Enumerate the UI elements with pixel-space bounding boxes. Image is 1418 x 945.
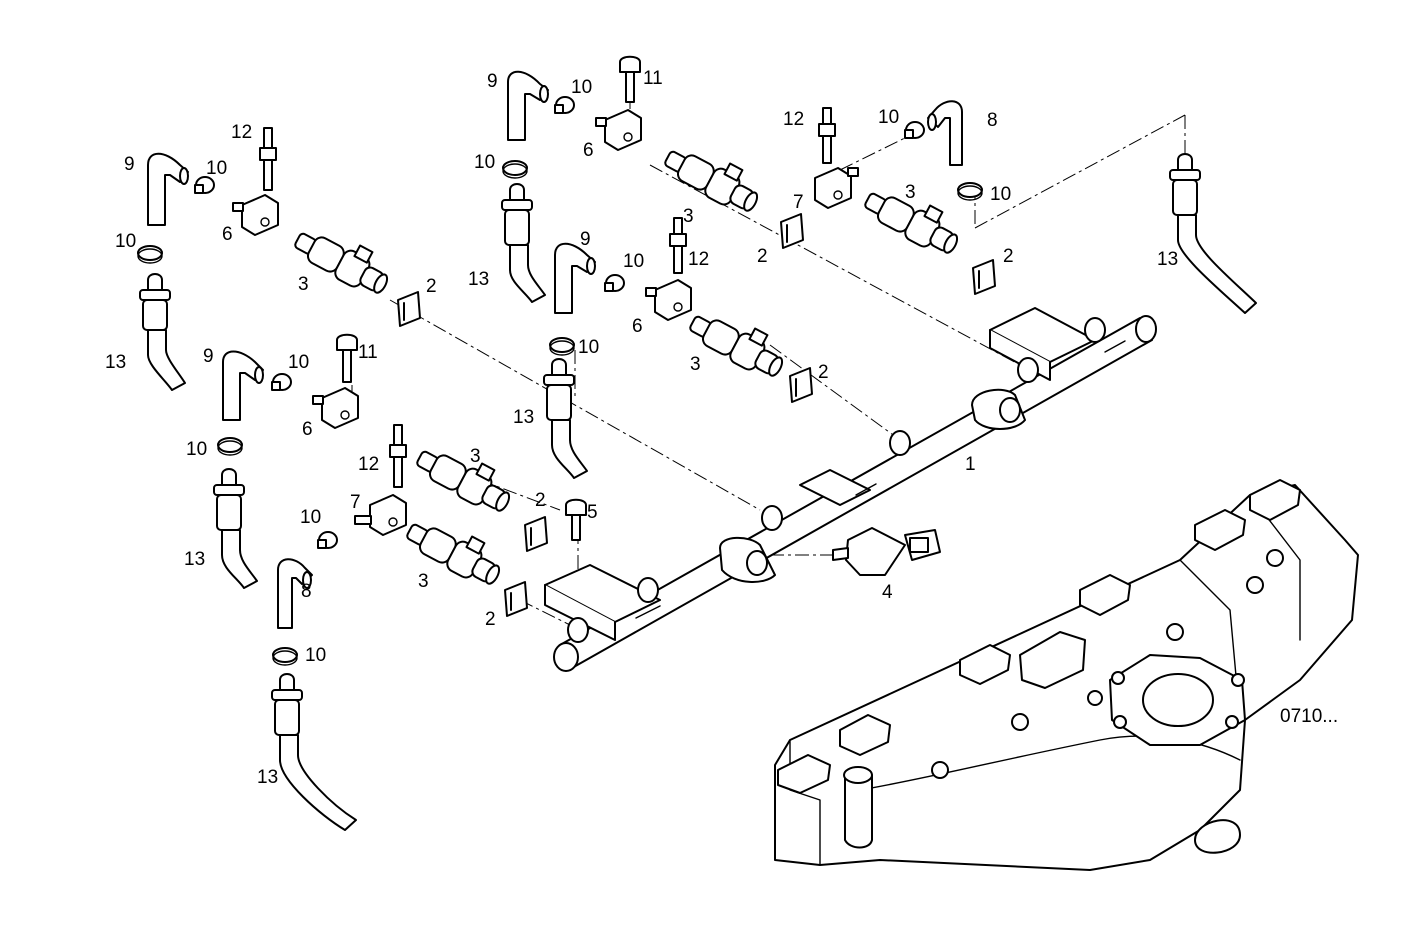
callout-8: 8 bbox=[301, 581, 312, 602]
injector-holder bbox=[232, 109, 859, 536]
callout-12: 12 bbox=[231, 122, 252, 143]
callout-1: 1 bbox=[965, 454, 976, 475]
callout-2: 2 bbox=[535, 490, 546, 511]
intake-manifold bbox=[774, 479, 1359, 871]
callout-10: 10 bbox=[288, 352, 309, 373]
callout-2: 2 bbox=[1003, 246, 1014, 267]
callout-5: 5 bbox=[587, 502, 598, 523]
callout-13: 13 bbox=[468, 269, 489, 290]
callout-12: 12 bbox=[358, 454, 379, 475]
pressure-sensor bbox=[832, 527, 941, 576]
callout-7: 7 bbox=[350, 492, 361, 513]
callout-7: 7 bbox=[793, 192, 804, 213]
callout-12: 12 bbox=[688, 249, 709, 270]
injector-clip bbox=[397, 213, 996, 617]
fuel-rail bbox=[544, 307, 1157, 672]
fuel-injector bbox=[294, 150, 959, 585]
callout-10: 10 bbox=[623, 251, 644, 272]
fuel-hose bbox=[139, 153, 1257, 831]
callout-11: 11 bbox=[643, 68, 663, 89]
callout-3: 3 bbox=[690, 354, 701, 375]
callout-9: 9 bbox=[124, 154, 135, 175]
callout-10: 10 bbox=[990, 184, 1011, 205]
callout-4: 4 bbox=[882, 582, 893, 603]
callout-13: 13 bbox=[257, 767, 278, 788]
callout-13: 13 bbox=[184, 549, 205, 570]
callout-10: 10 bbox=[474, 152, 495, 173]
callout-2: 2 bbox=[757, 246, 768, 267]
hose-clamp bbox=[137, 96, 983, 666]
callout-6: 6 bbox=[302, 419, 313, 440]
callout-10: 10 bbox=[186, 439, 207, 460]
callout-10: 10 bbox=[878, 107, 899, 128]
callout-8: 8 bbox=[987, 110, 998, 131]
callout-9: 9 bbox=[487, 71, 498, 92]
callout-3: 3 bbox=[418, 571, 429, 592]
drawing-reference: 0710... bbox=[1280, 706, 1338, 727]
threaded-stud bbox=[259, 107, 836, 488]
bolt bbox=[336, 55, 641, 541]
callout-2: 2 bbox=[485, 609, 496, 630]
callout-6: 6 bbox=[583, 140, 594, 161]
callout-13: 13 bbox=[513, 407, 534, 428]
callout-11: 11 bbox=[358, 342, 378, 363]
callout-2: 2 bbox=[818, 362, 829, 383]
callout-10: 10 bbox=[305, 645, 326, 666]
callout-10: 10 bbox=[300, 507, 321, 528]
callout-10: 10 bbox=[571, 77, 592, 98]
callout-10: 10 bbox=[578, 337, 599, 358]
callout-13: 13 bbox=[1157, 249, 1178, 270]
callout-10: 10 bbox=[206, 158, 227, 179]
elbow-hose bbox=[147, 70, 963, 629]
callout-10: 10 bbox=[115, 231, 136, 252]
callout-2: 2 bbox=[426, 276, 437, 297]
callout-3: 3 bbox=[470, 446, 481, 467]
callout-13: 13 bbox=[105, 352, 126, 373]
callout-labels: 1 2 2 2 2 2 2 3 3 3 3 3 3 4 5 6 6 6 6 7 … bbox=[105, 68, 1178, 788]
callout-6: 6 bbox=[222, 224, 233, 245]
callout-12: 12 bbox=[783, 109, 804, 130]
callout-3: 3 bbox=[298, 274, 309, 295]
callout-9: 9 bbox=[580, 229, 591, 250]
callout-3: 3 bbox=[683, 206, 694, 227]
callout-9: 9 bbox=[203, 346, 214, 367]
callout-6: 6 bbox=[632, 316, 643, 337]
callout-3: 3 bbox=[905, 182, 916, 203]
